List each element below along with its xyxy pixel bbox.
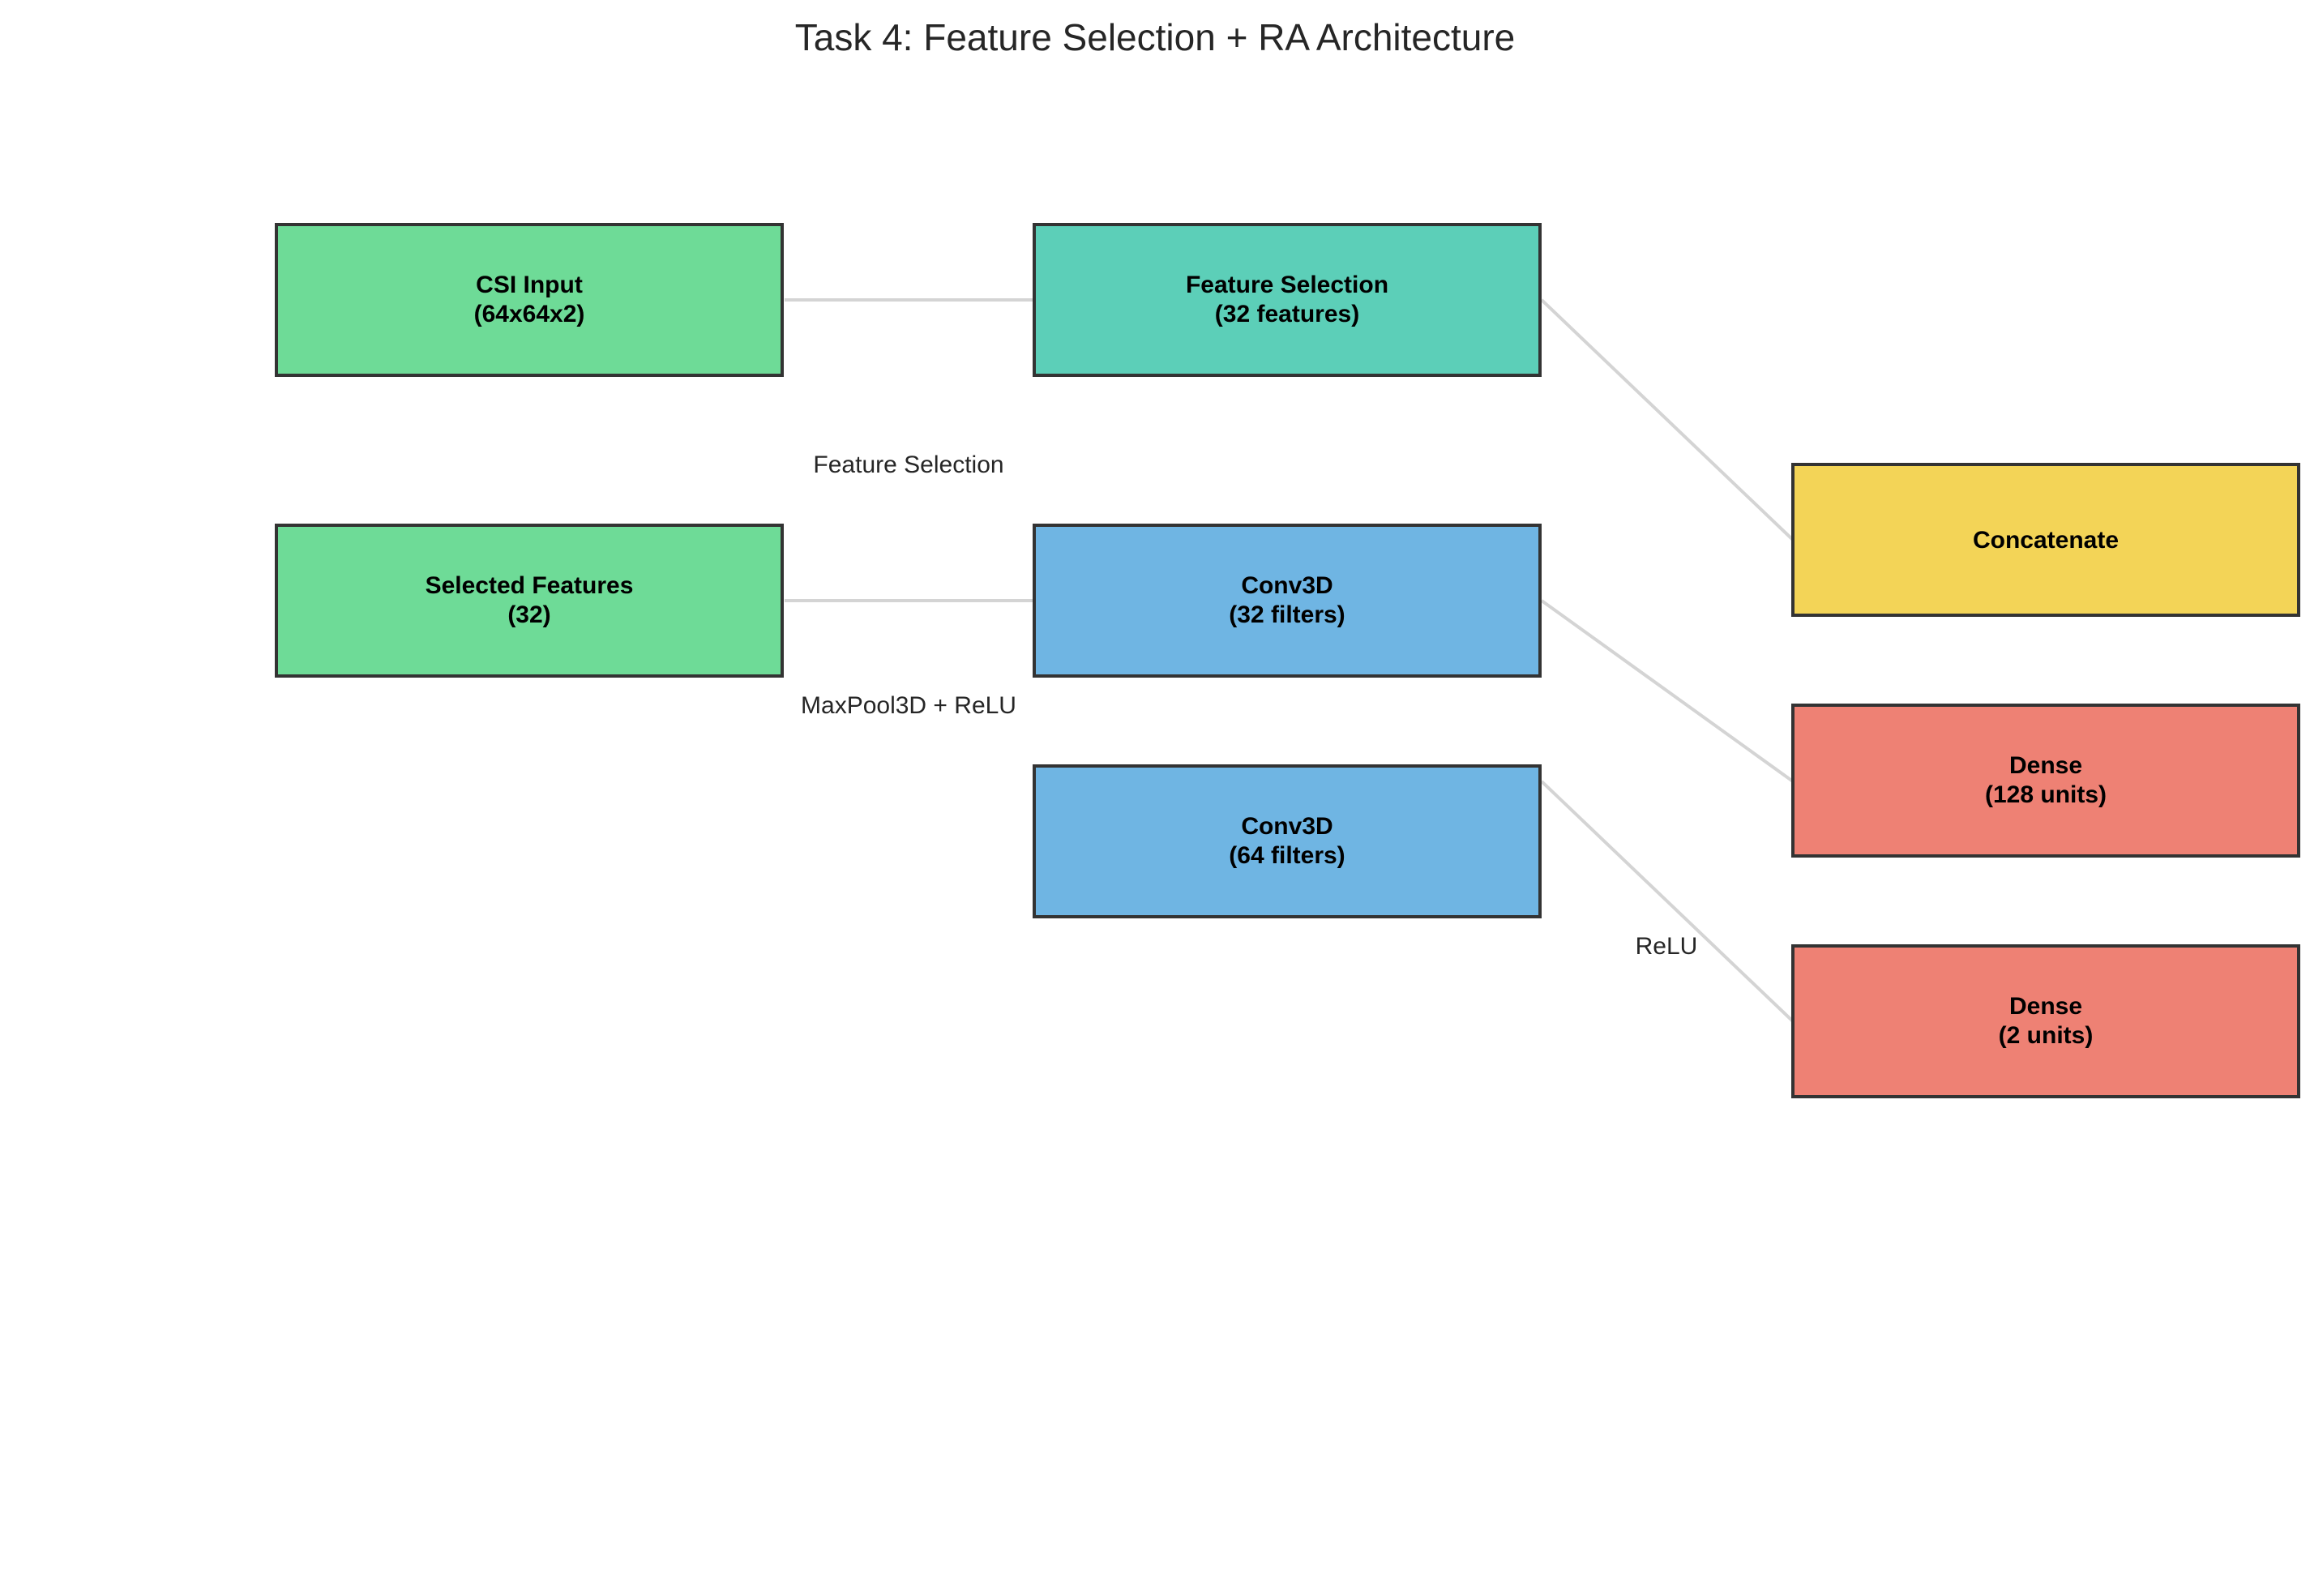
node-feature-selection: Feature Selection (32 features) [1033,223,1542,377]
node-sublabel: (2 units) [1999,1022,2094,1049]
node-sublabel: (128 units) [1985,781,2107,808]
diagram-title: Task 4: Feature Selection + RA Architect… [795,16,1516,58]
node-sublabel: (32) [507,601,550,628]
edge-label-feature-selection: Feature Selection [813,451,1003,478]
edge-label-maxpool-relu: MaxPool3D + ReLU [801,692,1016,719]
node-sublabel: (32 features) [1215,301,1359,327]
node-box [1791,704,2300,858]
node-label: Conv3D [1241,572,1333,599]
edge-conv3d-32-to-dense-128 [1540,599,1795,783]
node-conv3d-64: Conv3D (64 filters) [1033,764,1542,918]
node-label: CSI Input [476,272,583,298]
edge-label-relu: ReLU [1636,933,1698,960]
node-box [275,223,784,377]
node-box [1033,524,1542,678]
edge-conv3d-64-to-dense-2 [1540,780,1795,1023]
node-conv3d-32: Conv3D (32 filters) [1033,524,1542,678]
node-sublabel: (64x64x2) [474,301,585,327]
node-box [1791,463,2300,617]
node-dense-128: Dense (128 units) [1791,704,2300,858]
node-label: Feature Selection [1186,272,1388,298]
node-box [1033,764,1542,918]
node-concatenate: Concatenate [1791,463,2300,617]
node-sublabel: (64 filters) [1229,842,1345,869]
edge-labels: Feature Selection MaxPool3D + ReLU ReLU [801,451,1697,960]
node-csi-input: CSI Input (64x64x2) [275,223,784,377]
node-box [275,524,784,678]
node-label: Dense [2009,752,2082,779]
node-dense-2: Dense (2 units) [1791,944,2300,1098]
node-selected-features: Selected Features (32) [275,524,784,678]
node-box [1791,944,2300,1098]
node-label: Concatenate [1973,527,2119,554]
edge-feature-selection-to-concatenate [1540,298,1795,541]
node-sublabel: (32 filters) [1229,601,1345,628]
node-label: Conv3D [1241,813,1333,840]
connectors [785,298,1795,1023]
node-label: Dense [2009,993,2082,1020]
node-label: Selected Features [426,572,634,599]
node-box [1033,223,1542,377]
